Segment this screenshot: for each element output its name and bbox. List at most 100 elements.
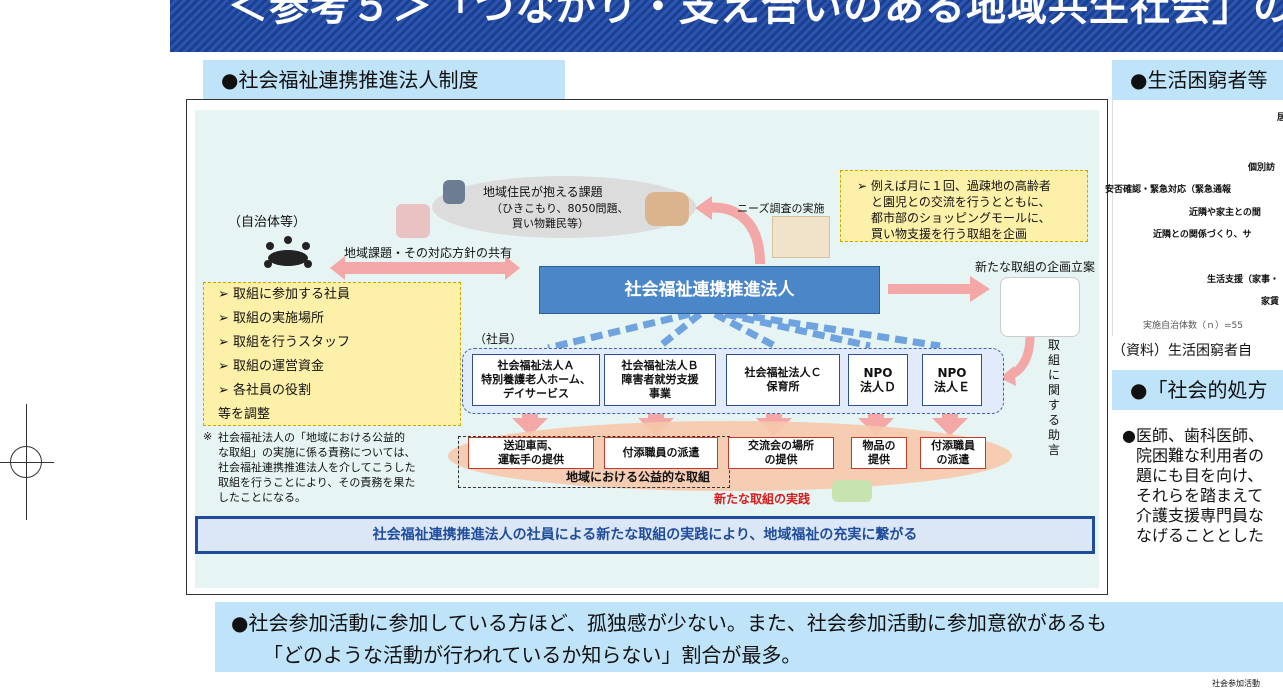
resident-icon bbox=[443, 180, 465, 204]
issues-line2: 買い物難民等） bbox=[512, 217, 589, 230]
issues-title: 地域住民が抱える課題 bbox=[483, 185, 603, 199]
chart-n-label: 実施自治体数（ｎ）=55 bbox=[1143, 321, 1243, 331]
chart-row-label: 居 bbox=[1277, 113, 1283, 123]
chart-row-label: 生活支援（家事・ bbox=[1207, 275, 1280, 285]
share-label: 地域課題・その対応方針の共有 bbox=[344, 246, 513, 260]
hub-corporation: 社会福祉連携推進法人 bbox=[539, 266, 880, 314]
new-plan-label: 新たな取組の企画立案 bbox=[975, 260, 1096, 274]
activity-line: 提供 bbox=[868, 453, 890, 466]
member-line: 法人Ｄ bbox=[859, 380, 896, 394]
activity-line: 運転手の提供 bbox=[498, 453, 564, 466]
people-icon bbox=[832, 480, 872, 502]
plan-arrow bbox=[888, 276, 990, 302]
member-line: 社会福祉法人Ａ bbox=[497, 359, 575, 372]
activity-line: 送迎車両、 bbox=[503, 439, 559, 452]
member-npo-d: NPO 法人Ｄ bbox=[848, 354, 908, 406]
example-line4: 買い物支援を行う取組を企画 bbox=[871, 227, 1028, 241]
activity-line: 付添職員の派遣 bbox=[622, 446, 700, 459]
activity-escort-e: 付添職員 の派遣 bbox=[920, 437, 986, 469]
activity-line: の派遣 bbox=[936, 453, 970, 466]
crop-mark-circle bbox=[10, 446, 42, 478]
note-line: したことになる。 bbox=[218, 491, 306, 504]
coordination-item: ➢ 各社員の役割 bbox=[218, 383, 312, 398]
note-line: 社会福祉連携推進法人を介してこうした bbox=[218, 461, 416, 474]
example-box: ➢ 例えば月に１回、過疎地の高齢者 と園児との交流を行うとともに、 都市部のショ… bbox=[840, 170, 1088, 242]
activity-goods: 物品の 提供 bbox=[851, 437, 907, 469]
chart-row-label: 個別訪 bbox=[1248, 163, 1276, 173]
member-line: 社会福祉法人Ｂ bbox=[621, 359, 699, 372]
coordination-item: ➢ 取組を行うスタッフ bbox=[218, 335, 351, 350]
poverty-source: （資料）生活困窮者自 bbox=[1112, 343, 1252, 359]
member-line: 社会福祉法人Ｃ bbox=[744, 366, 822, 379]
member-corp-b: 社会福祉法人Ｂ 障害者就労支援 事業 bbox=[604, 354, 716, 406]
example-line2: と園児との交流を行うとともに、 bbox=[871, 195, 1051, 209]
meeting-icon bbox=[264, 236, 312, 268]
summary-line2: 「どのような活動が行われているか知らない」割合が最多。 bbox=[263, 643, 802, 667]
footnote: 社会参加活動 bbox=[1212, 679, 1260, 688]
needs-survey-label: ニーズ調査の実施 bbox=[737, 202, 825, 215]
note-line: 取組を行うことにより、その責務を果た bbox=[218, 476, 416, 489]
member-line: NPO bbox=[937, 366, 967, 380]
share-double-arrow bbox=[330, 256, 520, 280]
summary-line1: ●社会参加活動に参加している方ほど、孤独感が少ない。また、社会参加活動に参加意欲… bbox=[231, 611, 1107, 635]
elderly-couple-icon bbox=[645, 192, 689, 226]
chart-row-label: 近隣との関係づくり、サ bbox=[1153, 230, 1252, 240]
section-label-welfare-corp: ●社会福祉連携推進法人制度 bbox=[203, 60, 565, 100]
activity-transport: 送迎車両、 運転手の提供 bbox=[468, 437, 594, 469]
prescribing-line: ●医師、歯科医師、 bbox=[1122, 426, 1264, 445]
member-line: 障害者就労支援 bbox=[621, 373, 699, 386]
member-line: 事業 bbox=[649, 387, 671, 400]
activity-venue: 交流会の場所 の提供 bbox=[728, 437, 834, 469]
needs-curve-arrow bbox=[704, 202, 765, 265]
coordination-item: 等を調整 bbox=[218, 407, 271, 422]
example-line3: 都市部のショッピングモールに、 bbox=[871, 211, 1051, 225]
member-npo-e: NPO 法人Ｅ bbox=[922, 354, 982, 406]
advice-label: 取組に関する助言 bbox=[1047, 338, 1060, 457]
page-title: ＜参考５＞「つながり・支え合いのある地域共生社会」の bbox=[228, 0, 1283, 30]
chart-row-label: 安否確認・緊急対応（緊急通報 bbox=[1105, 185, 1232, 195]
prescribing-line: なげることとした bbox=[1136, 526, 1265, 545]
member-corp-c: 社会福祉法人Ｃ 保育所 bbox=[726, 354, 840, 406]
activity-escort: 付添職員の派遣 bbox=[604, 437, 718, 469]
new-practice-label: 新たな取組の実践 bbox=[714, 492, 811, 506]
social-prescribing-text: ●医師、歯科医師、 院困難な利用者の 題にも目を向け、 それらを踏まえて 介護支… bbox=[1122, 426, 1264, 546]
survey-icon bbox=[772, 216, 830, 258]
public-interest-label: 地域における公益的な取組 bbox=[566, 470, 711, 484]
poverty-chart-panel: 居 個別訪 安否確認・緊急対応（緊急通報 近隣や家主との間 近隣との関係づくり、… bbox=[1105, 100, 1283, 336]
member-line: NPO bbox=[863, 366, 893, 380]
members-label: （社員） bbox=[474, 332, 523, 346]
member-line: デイサービス bbox=[503, 387, 569, 400]
member-corp-a: 社会福祉法人Ａ 特別養護老人ホーム、 デイサービス bbox=[472, 354, 600, 406]
coordination-item: ➢ 取組に参加する社員 bbox=[218, 287, 351, 302]
header-band: ＜参考５＞「つながり・支え合いのある地域共生社会」の bbox=[170, 0, 1283, 52]
member-line: 特別養護老人ホーム、 bbox=[481, 373, 591, 386]
chart-row-label: 家賃 bbox=[1261, 297, 1280, 307]
note-mark: ※ bbox=[203, 430, 213, 443]
coordination-list: ➢ 取組に参加する社員 ➢ 取組の実施場所 ➢ 取組を行うスタッフ ➢ 取組の運… bbox=[203, 282, 461, 426]
planning-icon bbox=[1000, 277, 1080, 337]
coordination-item: ➢ 取組の運営資金 bbox=[218, 359, 325, 374]
activity-line: の提供 bbox=[764, 453, 798, 466]
prescribing-line: 院困難な利用者の bbox=[1136, 446, 1265, 465]
issues-line1: （ひきこもり、8050問題、 bbox=[491, 202, 629, 215]
needs-arrowhead bbox=[695, 196, 712, 220]
chart-row-label: 近隣や家主との間 bbox=[1189, 208, 1261, 218]
note-line: 社会福祉法人の「地域における公益的 bbox=[218, 431, 405, 444]
advice-arrowhead bbox=[1000, 366, 1016, 386]
prescribing-line: 題にも目を向け、 bbox=[1136, 466, 1264, 485]
activity-line: 交流会の場所 bbox=[748, 439, 814, 452]
note-line: な取組」の実施に係る責務については、 bbox=[218, 446, 416, 459]
prescribing-line: 介護支援専門員な bbox=[1136, 506, 1265, 525]
section-label-poverty: ●生活困窮者等 bbox=[1112, 60, 1283, 100]
activity-line: 物品の bbox=[862, 439, 896, 452]
bottom-summary: ●社会参加活動に参加している方ほど、孤独感が少ない。また、社会参加活動に参加意欲… bbox=[215, 602, 1283, 672]
local-gov-label: （自治体等） bbox=[228, 215, 307, 230]
note-text: 社会福祉法人の「地域における公益的 な取組」の実施に係る責務については、 社会福… bbox=[218, 430, 450, 505]
prescribing-line: それらを踏まえて bbox=[1136, 486, 1264, 505]
section-label-social-prescribing: ●「社会的処方 bbox=[1112, 370, 1283, 410]
conclusion-banner: 社会福祉連携推進法人の社員による新たな取組の実践により、地域福祉の充実に繋がる bbox=[195, 516, 1095, 554]
example-line1: ➢ 例えば月に１回、過疎地の高齢者 bbox=[857, 179, 1051, 193]
coordination-item: ➢ 取組の実施場所 bbox=[218, 311, 325, 326]
member-line: 法人Ｅ bbox=[933, 380, 970, 394]
